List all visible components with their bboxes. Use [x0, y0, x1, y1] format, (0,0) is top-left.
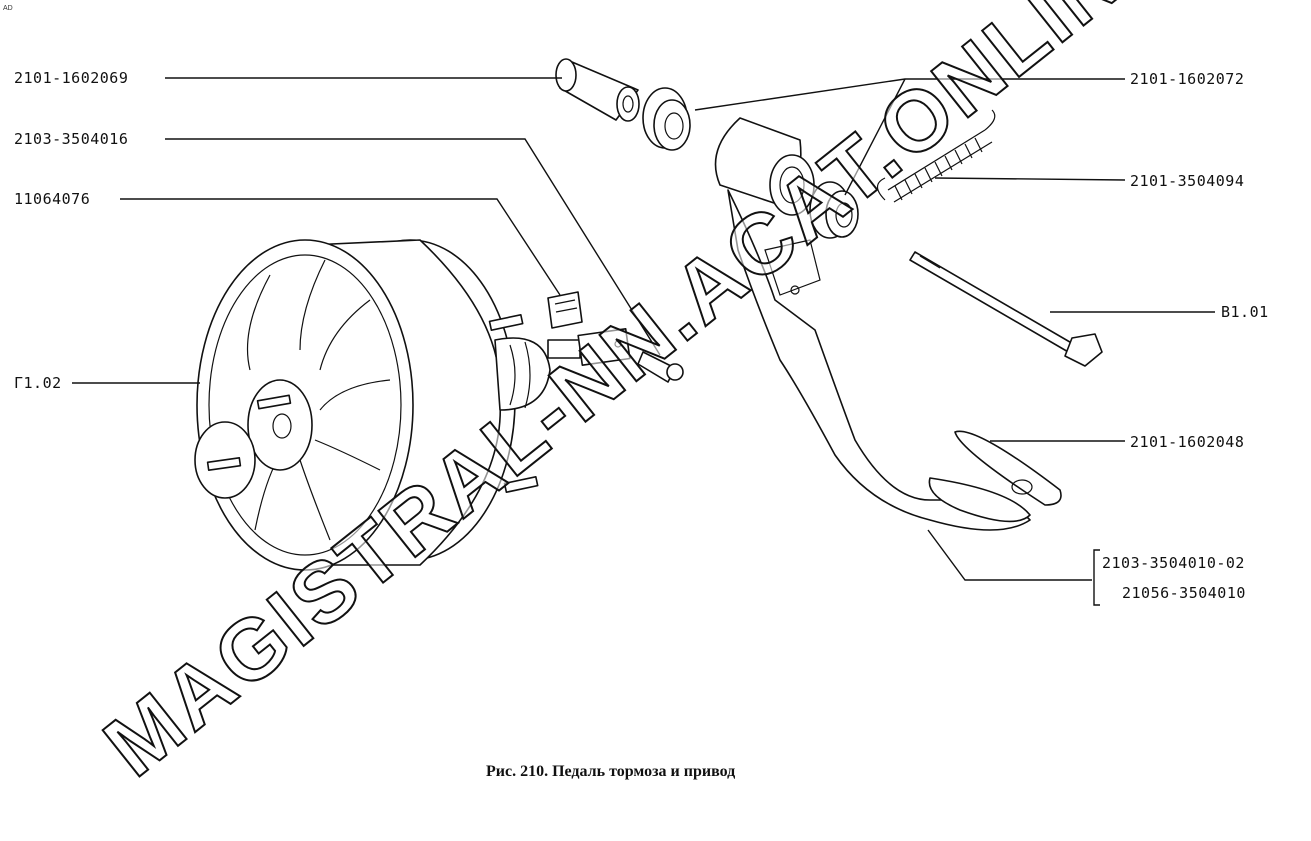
booster-rear-stud — [503, 475, 539, 494]
vacuum-booster — [194, 239, 631, 571]
part-label: 2101-1602072 — [1130, 70, 1244, 88]
pedal-axle-bolt — [909, 251, 1103, 367]
pedal-bushing-right — [809, 181, 859, 239]
booster-boot — [494, 337, 551, 411]
part-label: 2103-3504010-02 — [1102, 554, 1245, 572]
pedal-bushing-left — [642, 87, 691, 151]
part-label: 21056-3504010 — [1122, 584, 1246, 602]
leader-lines — [72, 77, 1215, 606]
return-spring — [876, 109, 996, 203]
lock-clip — [547, 291, 583, 329]
fork-pin — [637, 351, 684, 383]
booster-stud — [206, 457, 242, 471]
part-label: 2101-1602069 — [14, 69, 128, 87]
booster-stud — [256, 394, 292, 410]
brake-pedal — [714, 117, 1031, 531]
part-label: 2101-1602048 — [1130, 433, 1244, 451]
pedal-axle-sleeve — [555, 58, 640, 122]
part-label: Г1.02 — [14, 374, 62, 392]
booster-rear-stud — [488, 313, 524, 332]
pedal-arm — [727, 189, 1031, 531]
booster-hub — [247, 379, 313, 471]
part-label: В1.01 — [1221, 303, 1269, 321]
part-label: 2103-3504016 — [14, 130, 128, 148]
corner-mark: AD — [3, 5, 13, 12]
figure-caption: Рис. 210. Педаль тормоза и привод — [486, 763, 735, 780]
part-label: 2101-3504094 — [1130, 172, 1244, 190]
push-rod-fork — [577, 328, 631, 366]
pedal-pad-cover — [954, 430, 1062, 506]
pedal-pad — [928, 477, 1031, 523]
part-label: 11064076 — [14, 190, 90, 208]
